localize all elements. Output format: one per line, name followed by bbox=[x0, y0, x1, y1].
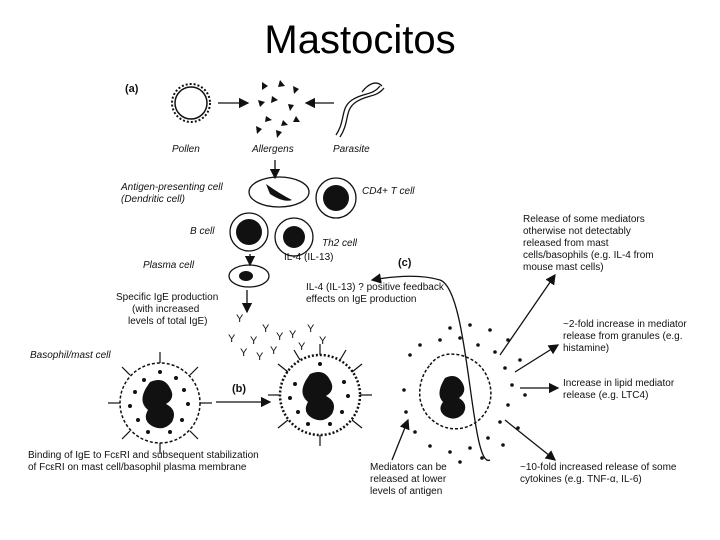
pollen-icon bbox=[171, 83, 211, 123]
svg-text:Y: Y bbox=[270, 345, 278, 357]
outcome-cytokines: ~10-fold increased release of some cytok… bbox=[520, 462, 677, 485]
pollen-label: Pollen bbox=[172, 144, 200, 155]
outcome-lipid: Increase in lipid mediator release (e.g.… bbox=[563, 378, 675, 401]
outcome-cytokines-line: cytokines (e.g. TNF-α, IL-6) bbox=[520, 474, 642, 485]
outcome-granules-line: release from granules (e.g. bbox=[563, 331, 683, 342]
arrow-icon bbox=[391, 418, 410, 461]
binding-line-1: Binding of IgE to FcεRI and subsequent s… bbox=[28, 450, 259, 461]
feedback-arrow-icon bbox=[370, 273, 491, 461]
svg-text:Y: Y bbox=[276, 331, 284, 343]
outcome-lipid-line: release (e.g. LTC4) bbox=[563, 390, 648, 401]
mast-cell-icon bbox=[108, 352, 212, 454]
ige-line-2: (with increased bbox=[132, 304, 199, 315]
outcome-cytokines-line: ~10-fold increased release of some bbox=[520, 462, 677, 473]
mediators-low-line-1: Mediators can be bbox=[370, 462, 447, 473]
outcome-lipid-line: Increase in lipid mediator bbox=[563, 378, 675, 389]
outcome-release-line: otherwise not detectably bbox=[523, 226, 631, 237]
allergen-icon bbox=[256, 80, 300, 138]
il4-label: IL-4 (IL-13) bbox=[284, 252, 333, 263]
svg-text:Y: Y bbox=[319, 335, 327, 347]
arrow-icon bbox=[499, 273, 556, 356]
svg-text:Y: Y bbox=[256, 351, 264, 363]
outcome-granules-line: ~2-fold increase in mediator bbox=[563, 319, 687, 330]
svg-text:Y: Y bbox=[240, 347, 248, 359]
cd4-t-cell-icon bbox=[315, 177, 357, 219]
outcome-release-line: released from mast bbox=[523, 238, 609, 249]
outcome-release-line: cells/basophils (e.g. IL-4 from bbox=[523, 250, 654, 261]
parasite-label: Parasite bbox=[333, 144, 370, 155]
cd4-label: CD4+ T cell bbox=[362, 186, 415, 197]
outcome-granules: ~2-fold increase in mediator release fro… bbox=[563, 319, 687, 354]
bcell-label: B cell bbox=[190, 226, 215, 237]
panel-label-c: (c) bbox=[398, 257, 412, 269]
apc-label-sub: (Dendritic cell) bbox=[121, 194, 185, 205]
arrow-icon bbox=[514, 344, 560, 373]
outcome-granules-line: histamine) bbox=[563, 343, 609, 354]
plasma-label: Plasma cell bbox=[143, 260, 195, 271]
th2-label: Th2 cell bbox=[322, 238, 358, 249]
outcome-release-line: Release of some mediators bbox=[523, 214, 645, 225]
dendritic-cell-icon bbox=[248, 176, 310, 208]
outcome-release-line: mouse mast cells) bbox=[523, 262, 604, 273]
svg-text:Y: Y bbox=[298, 341, 306, 353]
svg-text:Y: Y bbox=[307, 323, 315, 335]
svg-text:Y: Y bbox=[262, 323, 270, 335]
outcome-release: Release of some mediators otherwise not … bbox=[523, 214, 654, 273]
page-title: Mastocitos bbox=[264, 18, 456, 62]
mediators-low-line-3: levels of antigen bbox=[370, 486, 442, 497]
svg-text:Y: Y bbox=[228, 333, 236, 345]
binding-line-2: of FcεRI on mast cell/basophil plasma me… bbox=[28, 462, 247, 473]
mast-cell-icon bbox=[268, 344, 372, 446]
degranulating-mast-cell-icon bbox=[402, 323, 527, 464]
arrow-icon bbox=[504, 419, 557, 461]
panel-label-a: (a) bbox=[125, 83, 139, 95]
apc-label: Antigen-presenting cell bbox=[120, 182, 224, 193]
mediators-low-line-2: released at lower bbox=[370, 474, 447, 485]
th2-cell-icon bbox=[274, 217, 314, 257]
plasma-cell-icon bbox=[228, 264, 270, 288]
allergens-label: Allergens bbox=[251, 144, 294, 155]
svg-text:Y: Y bbox=[250, 335, 258, 347]
panel-label-b: (b) bbox=[232, 383, 246, 395]
feedback-line-2: effects on IgE production bbox=[306, 294, 416, 305]
b-cell-icon bbox=[229, 212, 269, 252]
ige-line-1: Specific IgE production bbox=[116, 292, 218, 303]
feedback-line-1: IL-4 (IL-13) ? positive feedback bbox=[306, 282, 445, 293]
parasite-icon bbox=[335, 82, 385, 138]
svg-text:Y: Y bbox=[236, 313, 244, 325]
svg-text:Y: Y bbox=[289, 329, 297, 341]
ige-line-3: levels of total IgE) bbox=[128, 316, 207, 327]
basophil-label: Basophil/mast cell bbox=[30, 350, 111, 361]
